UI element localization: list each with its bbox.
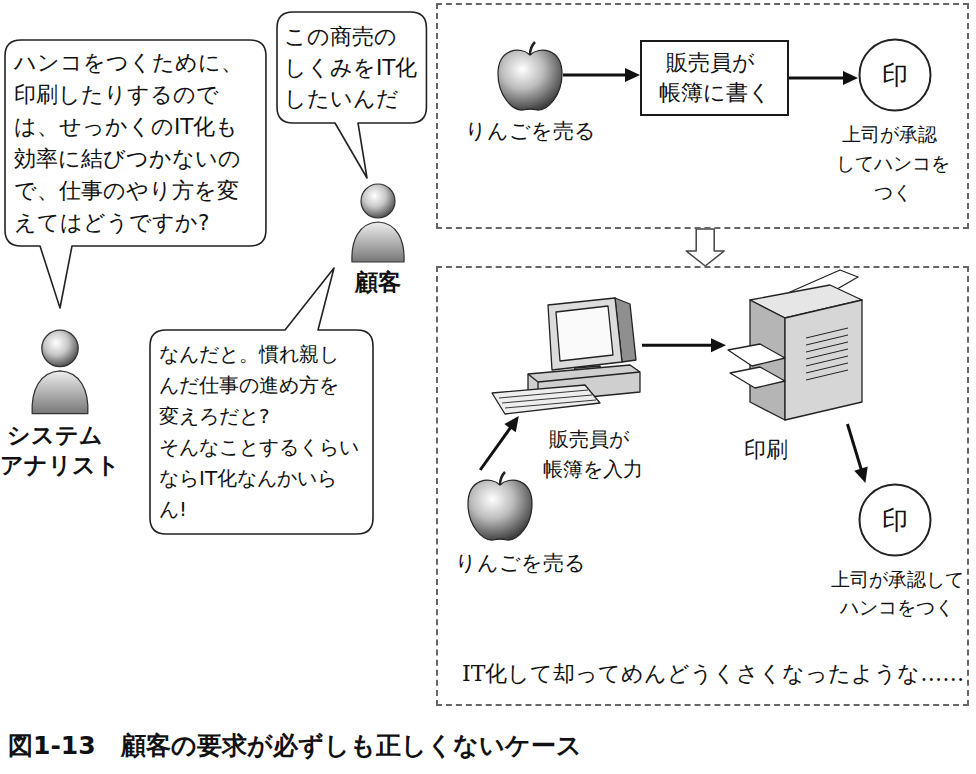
arrow-head <box>711 338 726 352</box>
bubble-text: ハンコをつくために、印刷したりするのでは、せっかくのIT化も効率に結びつかないの… <box>14 47 257 239</box>
dashed-panel: IT化して却ってめんどうくさくなったような……販売員が帳簿を入力りんごを売る印刷… <box>436 266 969 706</box>
step-label: りんごを売る <box>465 118 596 144</box>
speech-bubble: この商売のしくみをIT化したいんだ <box>277 12 426 123</box>
flow-arrow <box>480 416 519 470</box>
printer-node: 印刷 <box>726 268 864 424</box>
seal-mark: 印 <box>882 60 908 90</box>
apple-picture <box>498 42 562 110</box>
bubble-text: なんだと。慣れ親しんだ仕事の進め方を変えろだと? <box>159 339 344 432</box>
box-text: 販売員が帳簿に書く <box>654 48 775 108</box>
arrow-shaft <box>847 424 861 471</box>
speech-bubble: ハンコをつくために、印刷したりするのでは、せっかくのIT化も効率に結びつかないの… <box>5 40 266 246</box>
step-label: りんごを売る <box>455 550 586 576</box>
step-label: 販売員が帳簿を入力 <box>538 424 648 484</box>
arrow-shaft <box>563 74 627 77</box>
figure-caption: 図1-13 顧客の要求が必ずしも正しくないケース <box>8 731 582 761</box>
bubble-text: そんなことするくらいならIT化なんかいらん! <box>159 432 364 525</box>
seal-circle-shape <box>860 485 931 556</box>
seal-mark: 印 <box>882 505 908 535</box>
bubble-text: この商売のしくみをIT化したいんだ <box>284 21 419 114</box>
computer-picture <box>492 298 640 414</box>
seal-circle: 印上司が承認してハンコをつく <box>858 483 932 557</box>
process-box: 販売員が帳簿に書く <box>640 40 789 116</box>
arrow-shaft <box>642 344 713 347</box>
arrow-head <box>843 71 858 85</box>
flow-arrow <box>642 338 726 352</box>
arrow-shaft <box>789 77 845 80</box>
person-icon: 顧客 <box>350 182 406 262</box>
seal-circle-shape <box>860 40 931 111</box>
panel-note: IT化して却ってめんどうくさくなったような…… <box>462 660 964 688</box>
speech-bubble-path <box>150 268 373 534</box>
apple-picture <box>468 472 532 540</box>
arrow-head <box>854 467 867 483</box>
person-label: システムアナリスト <box>0 420 123 480</box>
flow-arrow <box>563 68 640 82</box>
step-label: 印刷 <box>744 436 788 464</box>
hollow-arrow-shape <box>686 229 724 266</box>
analyst-figure <box>32 330 88 413</box>
arrow-shaft <box>480 427 511 470</box>
arrow-head <box>625 68 640 82</box>
arrow-head <box>504 416 518 432</box>
person-icon: システムアナリスト <box>30 328 90 414</box>
flow-arrow <box>789 71 858 85</box>
apple-node: りんごを売る <box>467 470 533 540</box>
speech-bubble-path <box>277 12 426 178</box>
apple-node: りんごを売る <box>497 40 563 110</box>
speech-bubble-path <box>5 40 266 308</box>
flow-arrow <box>847 424 867 483</box>
dashed-panel: りんごを売る販売員が帳簿に書く印上司が承認してハンコをつく <box>436 3 969 229</box>
person-label: 顧客 <box>355 268 401 296</box>
step-label: 上司が承認してハンコをつく <box>827 565 968 621</box>
speech-bubble: なんだと。慣れ親しんだ仕事の進め方を変えろだと?そんなことするくらいならIT化な… <box>150 330 373 534</box>
step-label: 上司が承認してハンコをつく <box>831 120 955 207</box>
hollow-arrow <box>686 229 724 266</box>
computer-node: 販売員が帳簿を入力 <box>488 298 642 416</box>
seal-circle: 印上司が承認してハンコをつく <box>858 38 932 112</box>
customer-figure <box>352 184 404 262</box>
printer-picture <box>728 270 862 420</box>
